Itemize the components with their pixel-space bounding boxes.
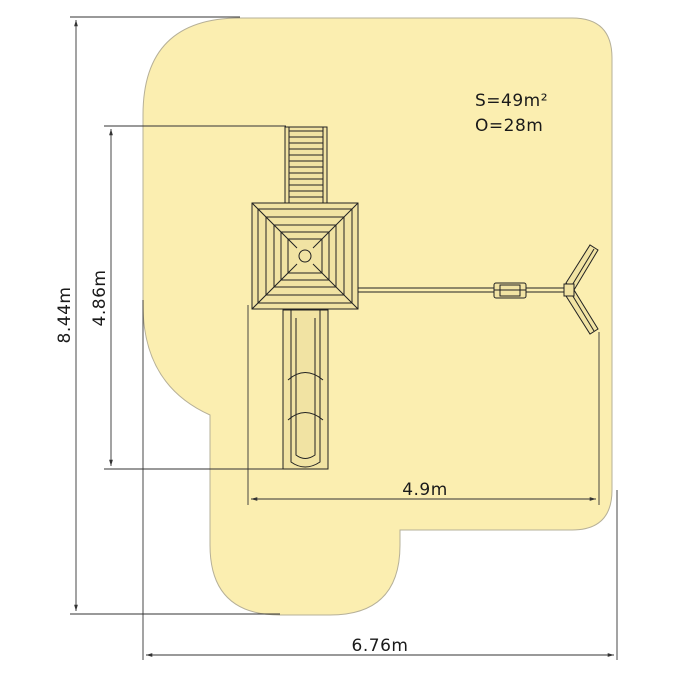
roof-ridge [312, 202, 359, 249]
roof-ridge [251, 202, 298, 249]
total-width-dimension: 6.76m [142, 300, 618, 660]
roof-tier [287, 238, 323, 274]
swing-seat [493, 282, 527, 299]
slide [282, 309, 329, 470]
ladder [284, 126, 328, 204]
swing-a-frame [563, 244, 599, 335]
structure-height-dimension: 4.86m [90, 125, 286, 470]
roof-tier [280, 231, 330, 281]
total-height-label: 8.44m [55, 287, 75, 344]
total-width-label: 6.76m [352, 636, 409, 656]
area-label: S=49m² [475, 91, 548, 111]
safety-zone [142, 17, 613, 616]
perimeter-label: O=28m [475, 116, 543, 136]
tower-roof [251, 202, 359, 310]
structure-height-label: 4.86m [90, 270, 110, 327]
swing-span-label: 4.9m [402, 480, 448, 500]
roof-tier [257, 208, 353, 304]
total-height-dimension: 8.44m [55, 16, 280, 615]
swing-span-dimension: 4.9m [247, 305, 600, 505]
roof-ridge [251, 263, 298, 310]
roof-peak [298, 249, 312, 263]
roof-tier [273, 224, 337, 288]
roof-ridge [312, 263, 359, 310]
swing-set [358, 244, 599, 335]
roof-tier [265, 216, 345, 296]
